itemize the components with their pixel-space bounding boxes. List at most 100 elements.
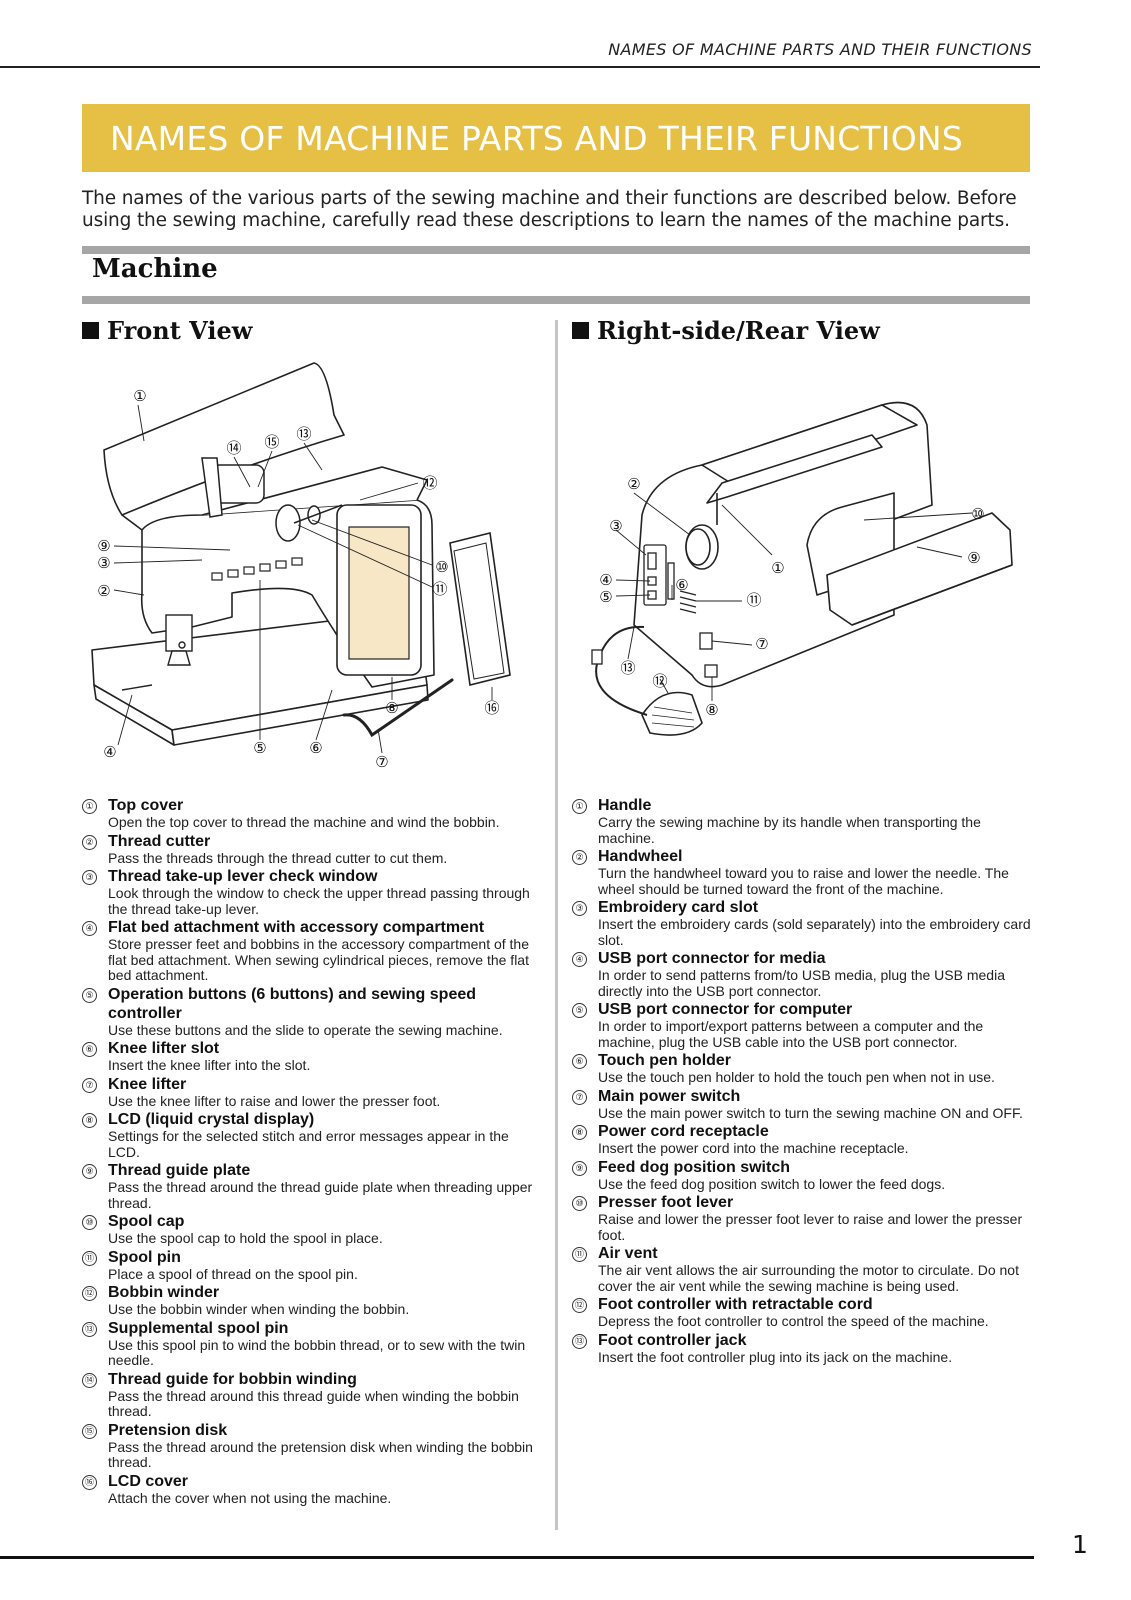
part-description: Pass the threads through the thread cutt… — [108, 849, 448, 866]
callout-3: ③ — [97, 555, 110, 572]
item-number: ⑮ — [82, 1423, 97, 1439]
part-name: Foot controller with retractable cord — [598, 1296, 873, 1313]
item-number: ④ — [572, 952, 587, 967]
part-name: Thread guide for bobbin winding — [108, 1370, 357, 1388]
front-view-diagram: ① ② ③ ④ ⑤ ⑥ ⑦ ⑧ ⑨ ⑩ ⑪ ⑫ ⑬ ⑭ ⑮ ⑯ — [91, 362, 511, 771]
item-number: ⑥ — [82, 1042, 97, 1057]
callout-8: ⑧ — [385, 700, 398, 717]
column-divider — [555, 320, 558, 1530]
part-name: Knee lifter — [108, 1075, 187, 1093]
item-number: ⑤ — [572, 1003, 587, 1018]
square-bullet-icon — [82, 322, 99, 339]
item-number: ⑭ — [82, 1372, 97, 1388]
item-number: ⑨ — [572, 1160, 587, 1176]
rear-callout-12: ⑫ — [652, 673, 667, 690]
callout-14: ⑭ — [226, 440, 241, 457]
part-description: Use the touch pen holder to hold the tou… — [598, 1069, 995, 1085]
callout-9: ⑨ — [97, 538, 110, 555]
rear-callout-6: ⑥ — [675, 577, 688, 594]
part-name: Knee lifter slot — [108, 1040, 220, 1057]
rear-callout-3: ③ — [609, 518, 622, 535]
callout-1: ① — [133, 388, 146, 405]
part-description: Carry the sewing machine by its handle w… — [598, 814, 981, 846]
item-number: ⑧ — [572, 1125, 587, 1140]
item-number: ② — [572, 850, 587, 865]
footer-rule — [0, 1556, 1034, 1559]
callout-12: ⑫ — [422, 475, 437, 492]
item-number: ⑬ — [82, 1321, 97, 1337]
part-name: USB port connector for media — [598, 950, 826, 967]
rear-callout-10: ⑩ — [971, 506, 984, 523]
part-description: Look through the window to check the upp… — [108, 885, 530, 917]
lcd-screen — [348, 526, 410, 660]
callout-4: ④ — [103, 744, 116, 761]
square-bullet-icon — [572, 322, 589, 339]
item-number: ⑪ — [82, 1250, 97, 1266]
intro-paragraph: The names of the various parts of the se… — [82, 188, 1017, 231]
part-name: Handle — [598, 797, 652, 814]
part-description: Raise and lower the presser foot lever t… — [598, 1211, 1023, 1243]
rear-callout-8: ⑧ — [705, 702, 718, 719]
part-name: Embroidery card slot — [598, 899, 759, 916]
part-name: LCD (liquid crystal display) — [108, 1111, 315, 1128]
part-name: Presser foot lever — [598, 1194, 734, 1211]
part-name: LCD cover — [108, 1472, 189, 1490]
part-description: Pass the thread around the pretension di… — [108, 1438, 533, 1470]
part-name: Air vent — [598, 1245, 658, 1262]
callout-13: ⑬ — [296, 426, 311, 443]
rear-view-title: Right-side/Rear View — [597, 316, 880, 345]
part-description: In order to send patterns from/to USB me… — [598, 967, 1005, 999]
part-description: Place a spool of thread on the spool pin… — [108, 1265, 358, 1282]
callout-10: ⑩ — [435, 559, 448, 576]
section-title: Machine — [92, 254, 218, 284]
page-number: 1 — [1072, 1530, 1088, 1559]
title-banner: NAMES OF MACHINE PARTS AND THEIR FUNCTIO… — [82, 104, 1030, 172]
part-description: Use the feed dog position switch to lowe… — [598, 1175, 946, 1192]
part-name: Handwheel — [598, 848, 683, 865]
item-number: ⑯ — [82, 1474, 97, 1490]
item-number: ⑦ — [572, 1089, 587, 1105]
part-name: Thread take-up lever check window — [108, 868, 378, 885]
item-number: ⑦ — [82, 1077, 97, 1093]
callout-16: ⑯ — [484, 700, 499, 717]
part-description: Pass the thread around the thread guide … — [108, 1179, 533, 1211]
callout-15: ⑮ — [264, 434, 279, 451]
part-name: Supplemental spool pin — [108, 1319, 289, 1337]
part-name: Thread cutter — [108, 832, 211, 850]
callout-5: ⑤ — [253, 740, 266, 757]
rear-callout-9: ⑨ — [967, 550, 980, 567]
part-description: Use the spool cap to hold the spool in p… — [108, 1230, 383, 1246]
page-title: NAMES OF MACHINE PARTS AND THEIR FUNCTIO… — [110, 118, 963, 158]
part-description: Depress the foot controller to control t… — [598, 1313, 989, 1329]
callout-11: ⑪ — [432, 581, 447, 598]
part-name: Touch pen holder — [598, 1052, 732, 1069]
item-number: ⑩ — [572, 1196, 587, 1211]
section-rule-bottom — [82, 296, 1030, 304]
part-description: Use this spool pin to wind the bobbin th… — [108, 1336, 526, 1368]
part-description: Attach the cover when not using the mach… — [108, 1489, 392, 1506]
part-description: Open the top cover to thread the machine… — [108, 814, 500, 830]
item-number: ⑨ — [82, 1164, 97, 1179]
rear-callout-4: ④ — [599, 572, 612, 589]
part-description: Insert the foot controller plug into its… — [598, 1348, 953, 1365]
section-rule-top — [82, 246, 1030, 254]
item-number: ⑩ — [82, 1215, 97, 1230]
part-description: Insert the knee lifter into the slot. — [108, 1057, 311, 1073]
part-description: Turn the handwheel toward you to raise a… — [598, 865, 1009, 897]
callout-2: ② — [97, 583, 110, 600]
rear-callout-2: ② — [627, 476, 640, 493]
